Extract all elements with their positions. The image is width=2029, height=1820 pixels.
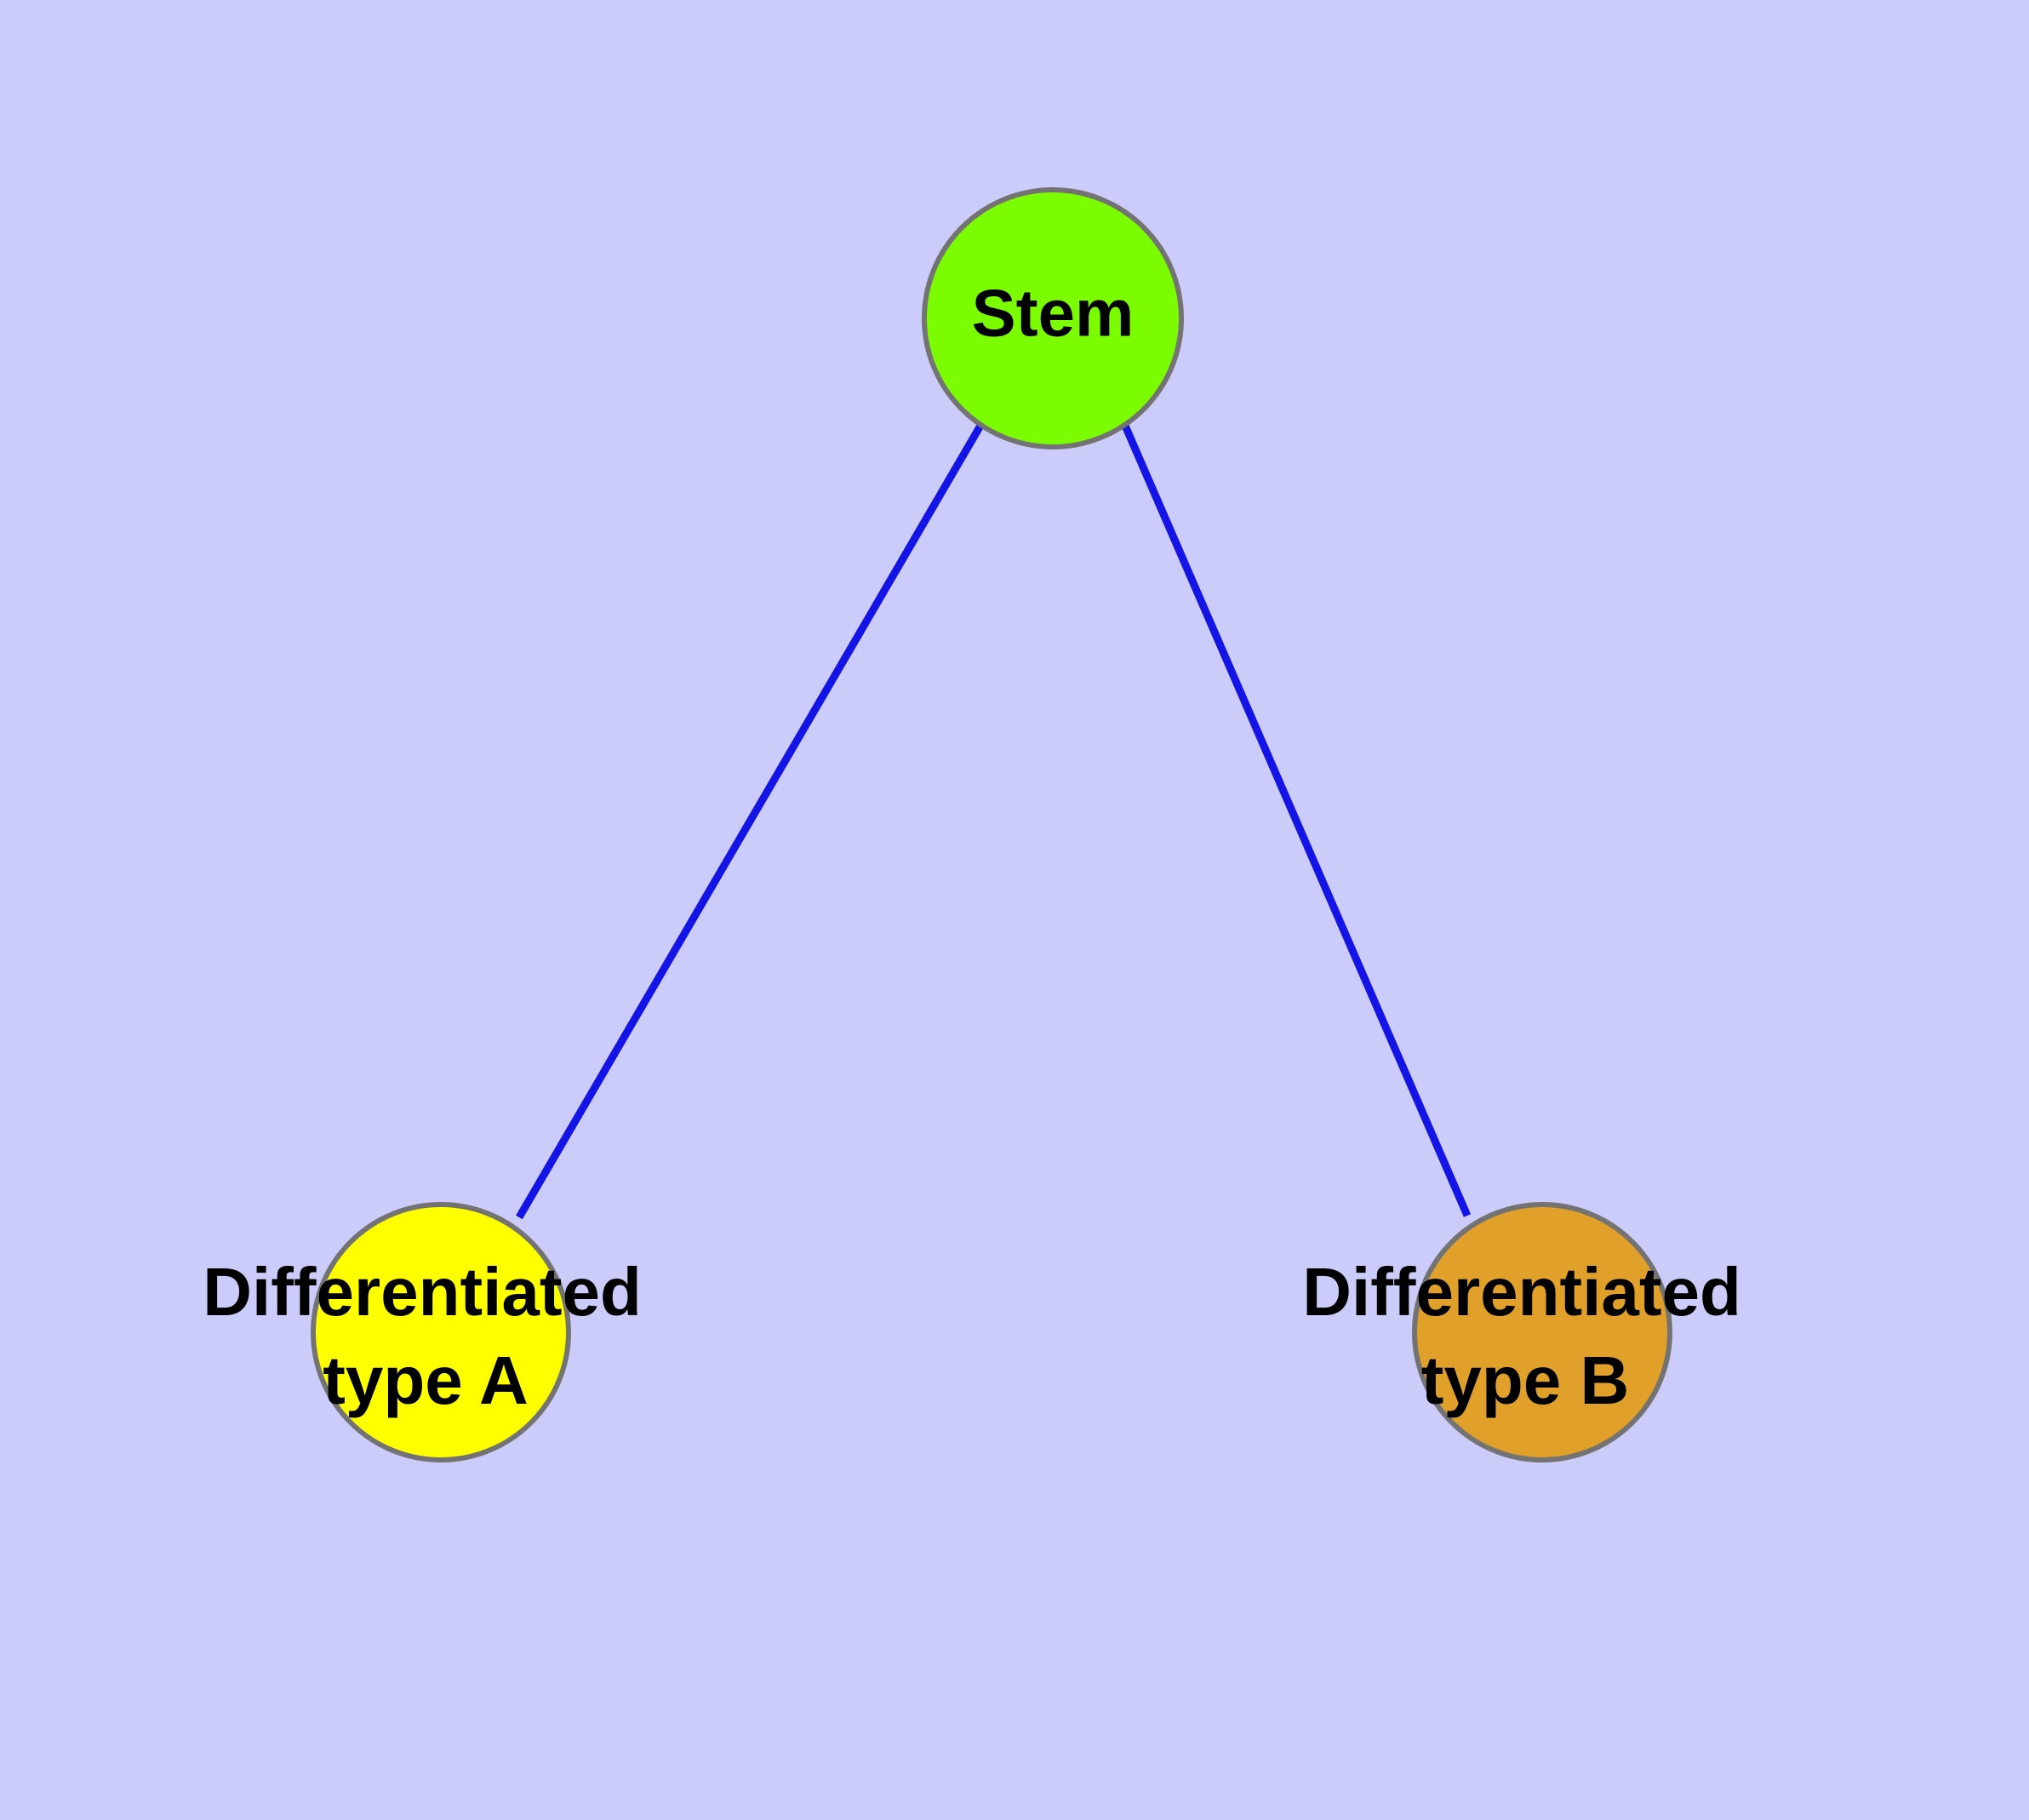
node-circle-differentiated-type-a[interactable] xyxy=(311,1202,571,1462)
node-differentiated-type-b[interactable] xyxy=(1412,1202,1672,1462)
node-label-differentiated-type-b-line2: type B xyxy=(1421,1342,1630,1418)
node-circle-stem[interactable] xyxy=(922,187,1184,449)
node-differentiated-type-a[interactable] xyxy=(311,1202,571,1462)
edge-stem-to-differentiated-type-a[interactable] xyxy=(516,423,984,1220)
label-layer: Stem Differentiated type A Differentiate… xyxy=(203,276,1741,1419)
node-label-differentiated-type-b-line1: Differentiated xyxy=(1302,1254,1741,1330)
edge-layer xyxy=(516,423,1472,1220)
edge-stem-to-differentiated-type-b[interactable] xyxy=(1121,424,1472,1217)
node-label-differentiated-type-a-line1: Differentiated xyxy=(203,1254,642,1330)
node-circle-differentiated-type-b[interactable] xyxy=(1412,1202,1672,1462)
node-stem[interactable] xyxy=(922,187,1184,449)
node-label-differentiated-type-a-line2: type A xyxy=(323,1342,529,1418)
node-label-stem: Stem xyxy=(972,276,1135,351)
node-layer xyxy=(311,187,1672,1462)
